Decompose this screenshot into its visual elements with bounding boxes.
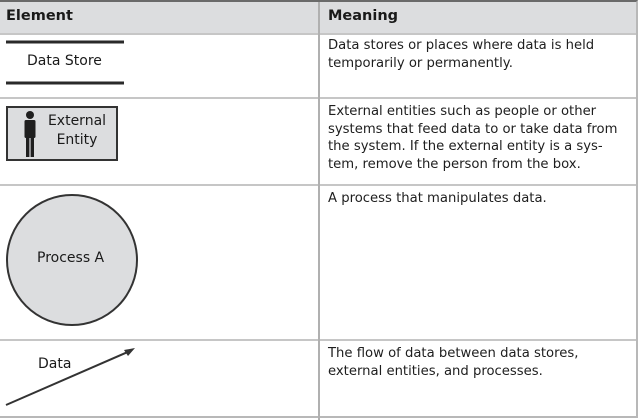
meaning-text: External entities such as people or othe…: [328, 104, 618, 172]
meaning-cell: External entities such as people or othe…: [321, 99, 636, 184]
data-flow-arrow-icon: [5, 348, 135, 406]
meaning-cell: Data stores or places where data is held…: [321, 33, 636, 97]
table-row-data-flow: Data The flow of data between data store…: [0, 341, 636, 420]
person-icon: [24, 111, 36, 157]
process-label: Process A: [37, 250, 105, 266]
external-entity-label: External Entity: [42, 112, 112, 150]
external-entity-label-line2: Entity: [56, 132, 98, 148]
meaning-text: The flow of data between data stores, ex…: [328, 346, 579, 379]
header-element-label: Element: [6, 8, 73, 24]
data-store-icon: [6, 40, 124, 85]
meaning-cell: A process that manipulates data.: [321, 186, 636, 339]
element-cell: Process A: [0, 186, 319, 339]
column-divider: [318, 2, 320, 420]
external-entity-label-line1: External: [47, 113, 107, 129]
meaning-cell: The flow of data between data stores, ex…: [321, 341, 636, 420]
data-flow-label: Data: [38, 356, 72, 372]
header-cell-element: Element: [0, 2, 319, 33]
element-cell: Data: [0, 341, 319, 420]
table-row-data-store: Data Store Data stores or places where d…: [0, 33, 636, 99]
meaning-text: Data stores or places where data is held…: [328, 38, 595, 71]
table-row-external-entity: External Entity External entities such a…: [0, 99, 636, 186]
meaning-text: A process that manipulates data.: [328, 191, 547, 206]
header-meaning-label: Meaning: [328, 8, 399, 24]
header-cell-meaning: Meaning: [321, 2, 636, 33]
external-entity-box: External Entity: [6, 106, 118, 161]
element-cell: External Entity: [0, 99, 319, 184]
data-store-label: Data Store: [27, 53, 102, 69]
process-circle-icon: [6, 194, 138, 326]
element-cell: Data Store: [0, 33, 319, 97]
